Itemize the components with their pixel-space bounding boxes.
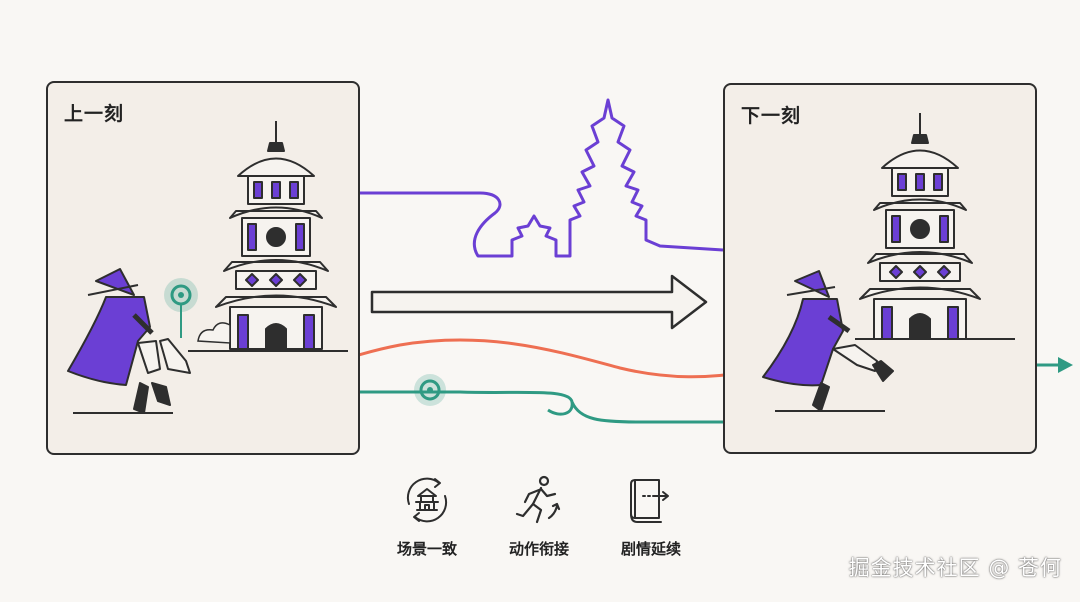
legend-plot-continuation: 剧情延续 xyxy=(596,474,706,559)
pagoda-cycle-icon xyxy=(406,477,448,523)
glow-node-middle xyxy=(414,374,446,406)
legend-label: 动作衔接 xyxy=(508,540,569,558)
previous-moment-title: 上一刻 xyxy=(64,103,125,125)
glow-node-left xyxy=(164,278,198,338)
wizard-figure-icon xyxy=(67,268,191,414)
previous-scene-illustration xyxy=(67,121,348,414)
legend-action-link: 动作衔接 xyxy=(484,474,594,559)
story-arrowhead xyxy=(1058,357,1073,373)
pagoda-icon xyxy=(215,121,337,350)
next-moment-panel: 下一刻 xyxy=(723,83,1037,454)
wizard-figure-icon xyxy=(762,270,894,412)
previous-moment-panel: 上一刻 xyxy=(46,81,360,455)
legend-label: 场景一致 xyxy=(396,540,457,558)
legend-label: 剧情延续 xyxy=(620,540,681,558)
legend-scene-consistency: 场景一致 xyxy=(372,474,482,559)
next-scene-illustration xyxy=(762,113,1015,412)
pagoda-icon xyxy=(859,113,981,340)
next-moment-title: 下一刻 xyxy=(741,105,802,127)
transition-arrow xyxy=(370,274,708,330)
book-arrow-icon xyxy=(630,479,669,523)
running-figure-icon xyxy=(515,475,561,524)
scene-continuity-line xyxy=(356,98,724,258)
watermark: 掘金技术社区 @ 苍何 xyxy=(848,556,1062,580)
